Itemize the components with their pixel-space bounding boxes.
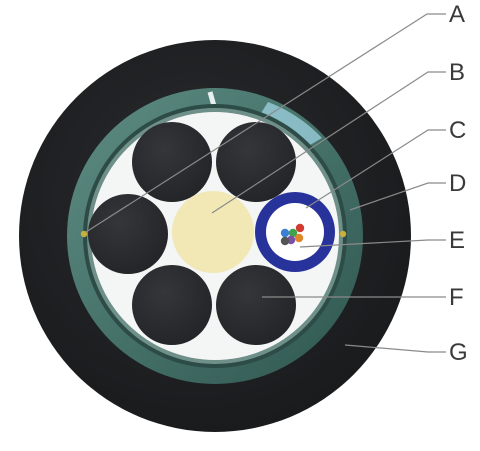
leader-line-a bbox=[85, 13, 446, 233]
leader-line-c bbox=[305, 129, 446, 209]
armor-ring-seam bbox=[207, 91, 217, 107]
optical-fiber bbox=[295, 223, 305, 233]
ripcord-right bbox=[339, 230, 347, 238]
callout-label-b: B bbox=[449, 59, 465, 86]
armor-ring-highlight bbox=[258, 102, 322, 148]
filler-element bbox=[132, 122, 212, 202]
callout-label-a: A bbox=[449, 1, 465, 28]
callout-label-c: C bbox=[449, 117, 466, 144]
leader-line-e bbox=[299, 239, 446, 248]
filler-element bbox=[216, 122, 296, 202]
leader-line-d bbox=[349, 182, 446, 211]
filler-element bbox=[88, 194, 168, 274]
optical-fiber bbox=[280, 236, 290, 246]
callout-label-e: E bbox=[449, 227, 465, 254]
callout-label-d: D bbox=[449, 170, 466, 197]
filler-element bbox=[216, 265, 296, 345]
optical-fiber bbox=[280, 228, 290, 238]
callout-label-g: G bbox=[449, 339, 468, 366]
optical-fiber bbox=[294, 233, 304, 243]
central-strength-member bbox=[172, 191, 254, 273]
leader-line-g bbox=[344, 344, 446, 353]
filler-element bbox=[132, 265, 212, 345]
callout-label-f: F bbox=[449, 284, 464, 311]
ripcord-left bbox=[80, 230, 88, 238]
leader-line-b bbox=[211, 71, 446, 214]
optical-fiber bbox=[288, 228, 298, 238]
